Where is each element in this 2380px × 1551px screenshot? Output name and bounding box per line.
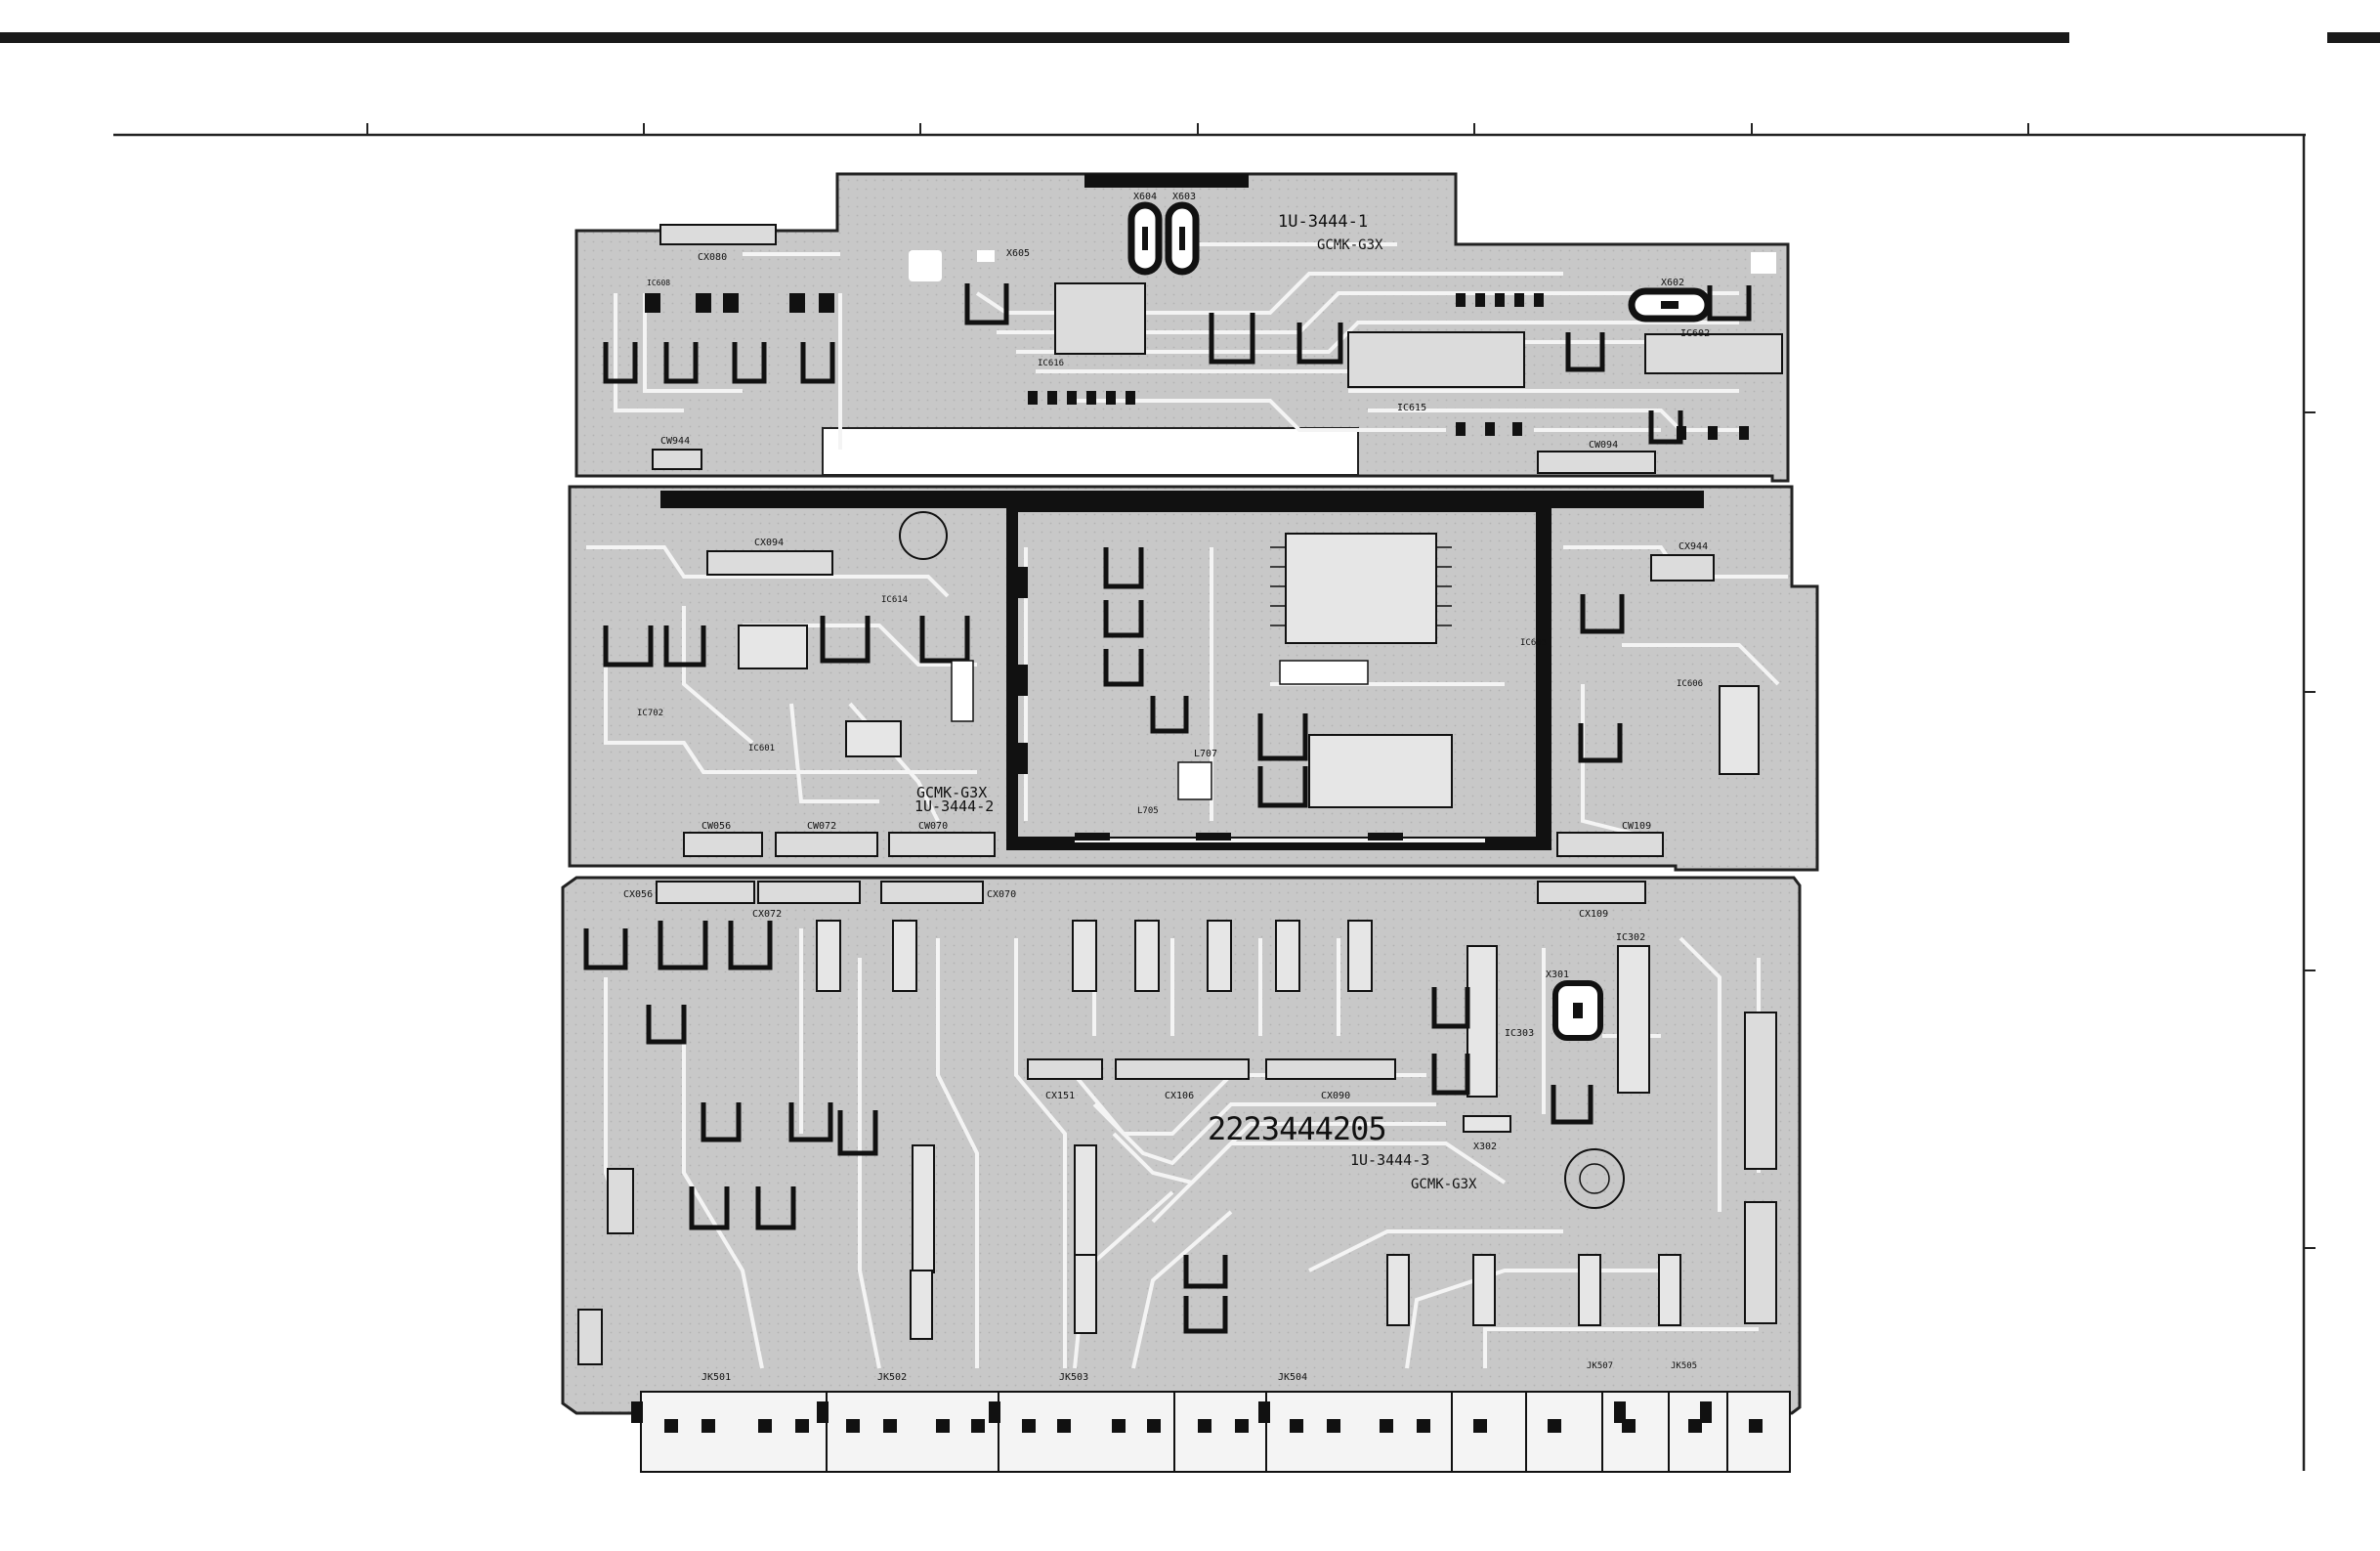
board-bottom: 2223444205 1U-3444-3 GCMK-G3X CX056 CX07…	[561, 876, 1802, 1473]
connector-cw944	[652, 449, 702, 470]
connector-cx094	[706, 550, 833, 576]
ref-cx090: CX090	[1321, 1091, 1350, 1101]
connector-cx109	[1537, 881, 1646, 904]
ref-l705: L705	[1137, 806, 1159, 816]
board-bottom-model: GCMK-G3X	[1411, 1177, 1477, 1192]
crystal-x604	[1127, 201, 1163, 276]
ref-cx106: CX106	[1165, 1091, 1194, 1101]
ref-cx056: CX056	[623, 889, 653, 900]
ref-x301: X301	[1546, 969, 1569, 980]
connector-cw056	[683, 832, 763, 857]
connector-cx944	[1650, 554, 1715, 582]
ref-cx072: CX072	[752, 909, 782, 920]
connector-cw109	[1556, 832, 1664, 857]
connector-cw080	[1744, 1201, 1777, 1324]
ref-x603: X603	[1172, 192, 1196, 202]
ref-ic608: IC608	[647, 279, 670, 287]
connector-cw018	[577, 1309, 603, 1365]
board-middle-model: GCMK-G3X	[916, 784, 987, 801]
ref-cw070: CW070	[918, 821, 948, 832]
ref-cx080: CX080	[698, 252, 727, 263]
ref-x604: X604	[1133, 192, 1157, 202]
ref-jk505: JK505	[1671, 1361, 1697, 1371]
ic606	[1719, 685, 1760, 775]
board-top-part-number: 1U-3444-1	[1278, 212, 1368, 232]
ref-cw109: CW109	[1622, 821, 1651, 832]
sheet-frame	[0, 32, 2380, 1471]
connector-cx072	[757, 881, 861, 904]
ref-jk507: JK507	[1587, 1361, 1613, 1371]
board-top-model: GCMK-G3X	[1317, 237, 1383, 253]
ref-cx151: CX151	[1045, 1091, 1075, 1101]
ic616	[1054, 282, 1146, 355]
crystal-x603	[1165, 201, 1200, 276]
board-bottom-serial: 2223444205	[1208, 1110, 1386, 1147]
ref-cx109: CX109	[1579, 909, 1608, 920]
ref-l707: L707	[1194, 749, 1217, 759]
ref-cx070: CX070	[987, 889, 1016, 900]
ref-cw072: CW072	[807, 821, 836, 832]
connector-cx090	[1265, 1058, 1396, 1080]
ref-x605: X605	[1006, 248, 1030, 259]
ref-ic303: IC303	[1505, 1028, 1534, 1039]
board-middle: GCMK-G3X 1U-3444-2 CX094 CX944 CW056 CW0…	[568, 485, 1819, 872]
ref-jk502: JK502	[877, 1372, 907, 1383]
ref-ic614: IC614	[881, 595, 908, 605]
ic602	[1644, 333, 1783, 374]
ref-ic605: IC605	[1520, 638, 1547, 648]
ic605	[1308, 734, 1453, 808]
ic601	[845, 720, 902, 757]
board-top: 1U-3444-1 GCMK-G3X X604 X603 X605 X602 C…	[574, 172, 1790, 483]
connector-cy131	[1744, 1012, 1777, 1170]
ref-cw094: CW094	[1589, 440, 1618, 451]
connector-cw094	[1537, 451, 1656, 474]
jack-row	[640, 1391, 1791, 1473]
ref-jk503: JK503	[1059, 1372, 1088, 1383]
connector-cx056	[656, 881, 755, 904]
ic-qfp-main	[1285, 533, 1437, 644]
connector-cw072	[775, 832, 878, 857]
ref-cw056: CW056	[701, 821, 731, 832]
ref-cx094: CX094	[754, 538, 784, 548]
connector-cx106	[1115, 1058, 1250, 1080]
ref-ic702: IC702	[637, 709, 663, 718]
ref-ic602: IC602	[1680, 328, 1710, 339]
crystal-x301	[1552, 980, 1603, 1041]
connector-cx151	[1027, 1058, 1103, 1080]
crystal-x602	[1628, 287, 1712, 323]
ic302	[1617, 945, 1650, 1094]
connector-cw070	[888, 832, 996, 857]
ref-jk501: JK501	[701, 1372, 731, 1383]
board-middle-part-number: 1U-3444-2	[914, 797, 994, 815]
ref-ic601: IC601	[748, 744, 775, 754]
ref-jk504: JK504	[1278, 1372, 1307, 1383]
ref-cx944: CX944	[1679, 541, 1708, 552]
ic615	[1347, 331, 1525, 388]
ref-ic615: IC615	[1397, 403, 1426, 413]
ic702	[738, 625, 808, 669]
ref-ic616: IC616	[1038, 359, 1064, 368]
ref-cw944: CW944	[660, 436, 690, 447]
ref-x302: X302	[1473, 1142, 1497, 1152]
connector-cx070	[880, 881, 984, 904]
ic303	[1466, 945, 1498, 1098]
ref-x602: X602	[1661, 278, 1684, 288]
ref-ic302: IC302	[1616, 932, 1645, 943]
ref-ic606: IC606	[1677, 679, 1703, 689]
board-bottom-part-number: 1U-3444-3	[1350, 1151, 1429, 1169]
connector-cy082	[607, 1168, 634, 1234]
